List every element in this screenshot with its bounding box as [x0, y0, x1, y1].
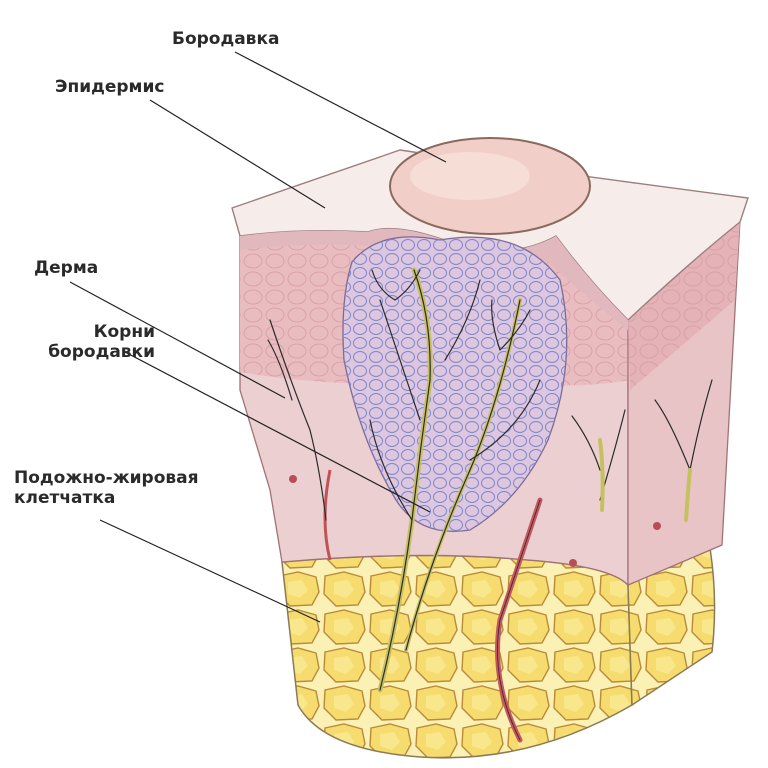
subcutaneous-fat-layer	[281, 546, 716, 759]
label-subcutaneous-line1: Подожно-жировая	[14, 468, 199, 488]
leader-roots	[124, 351, 431, 513]
label-epidermis-text: Эпидермис	[55, 77, 165, 97]
label-subcutaneous-fat: Подожно-жировая клетчатка	[14, 468, 199, 508]
wart-roots	[267, 267, 713, 743]
label-wart-roots-line1: Корни	[93, 322, 155, 342]
label-epidermis: Эпидермис	[55, 77, 164, 97]
leader-epidermis	[149, 99, 326, 209]
leader-dermis	[69, 281, 286, 399]
label-wart-roots-line2: бородавки	[48, 342, 155, 362]
label-wart-text: Бородавка	[172, 29, 280, 49]
leader-subcutaneous	[99, 519, 321, 623]
label-dermis-text: Дерма	[34, 258, 99, 278]
label-dermis: Дерма	[34, 258, 98, 278]
wart-cap	[389, 137, 591, 235]
label-wart-roots: Корни бородавки	[5, 322, 155, 362]
leader-lines	[69, 51, 447, 623]
wart-body	[342, 236, 568, 533]
label-wart: Бородавка	[172, 29, 279, 49]
leader-wart	[234, 51, 447, 163]
label-subcutaneous-line2: клетчатка	[14, 488, 116, 508]
